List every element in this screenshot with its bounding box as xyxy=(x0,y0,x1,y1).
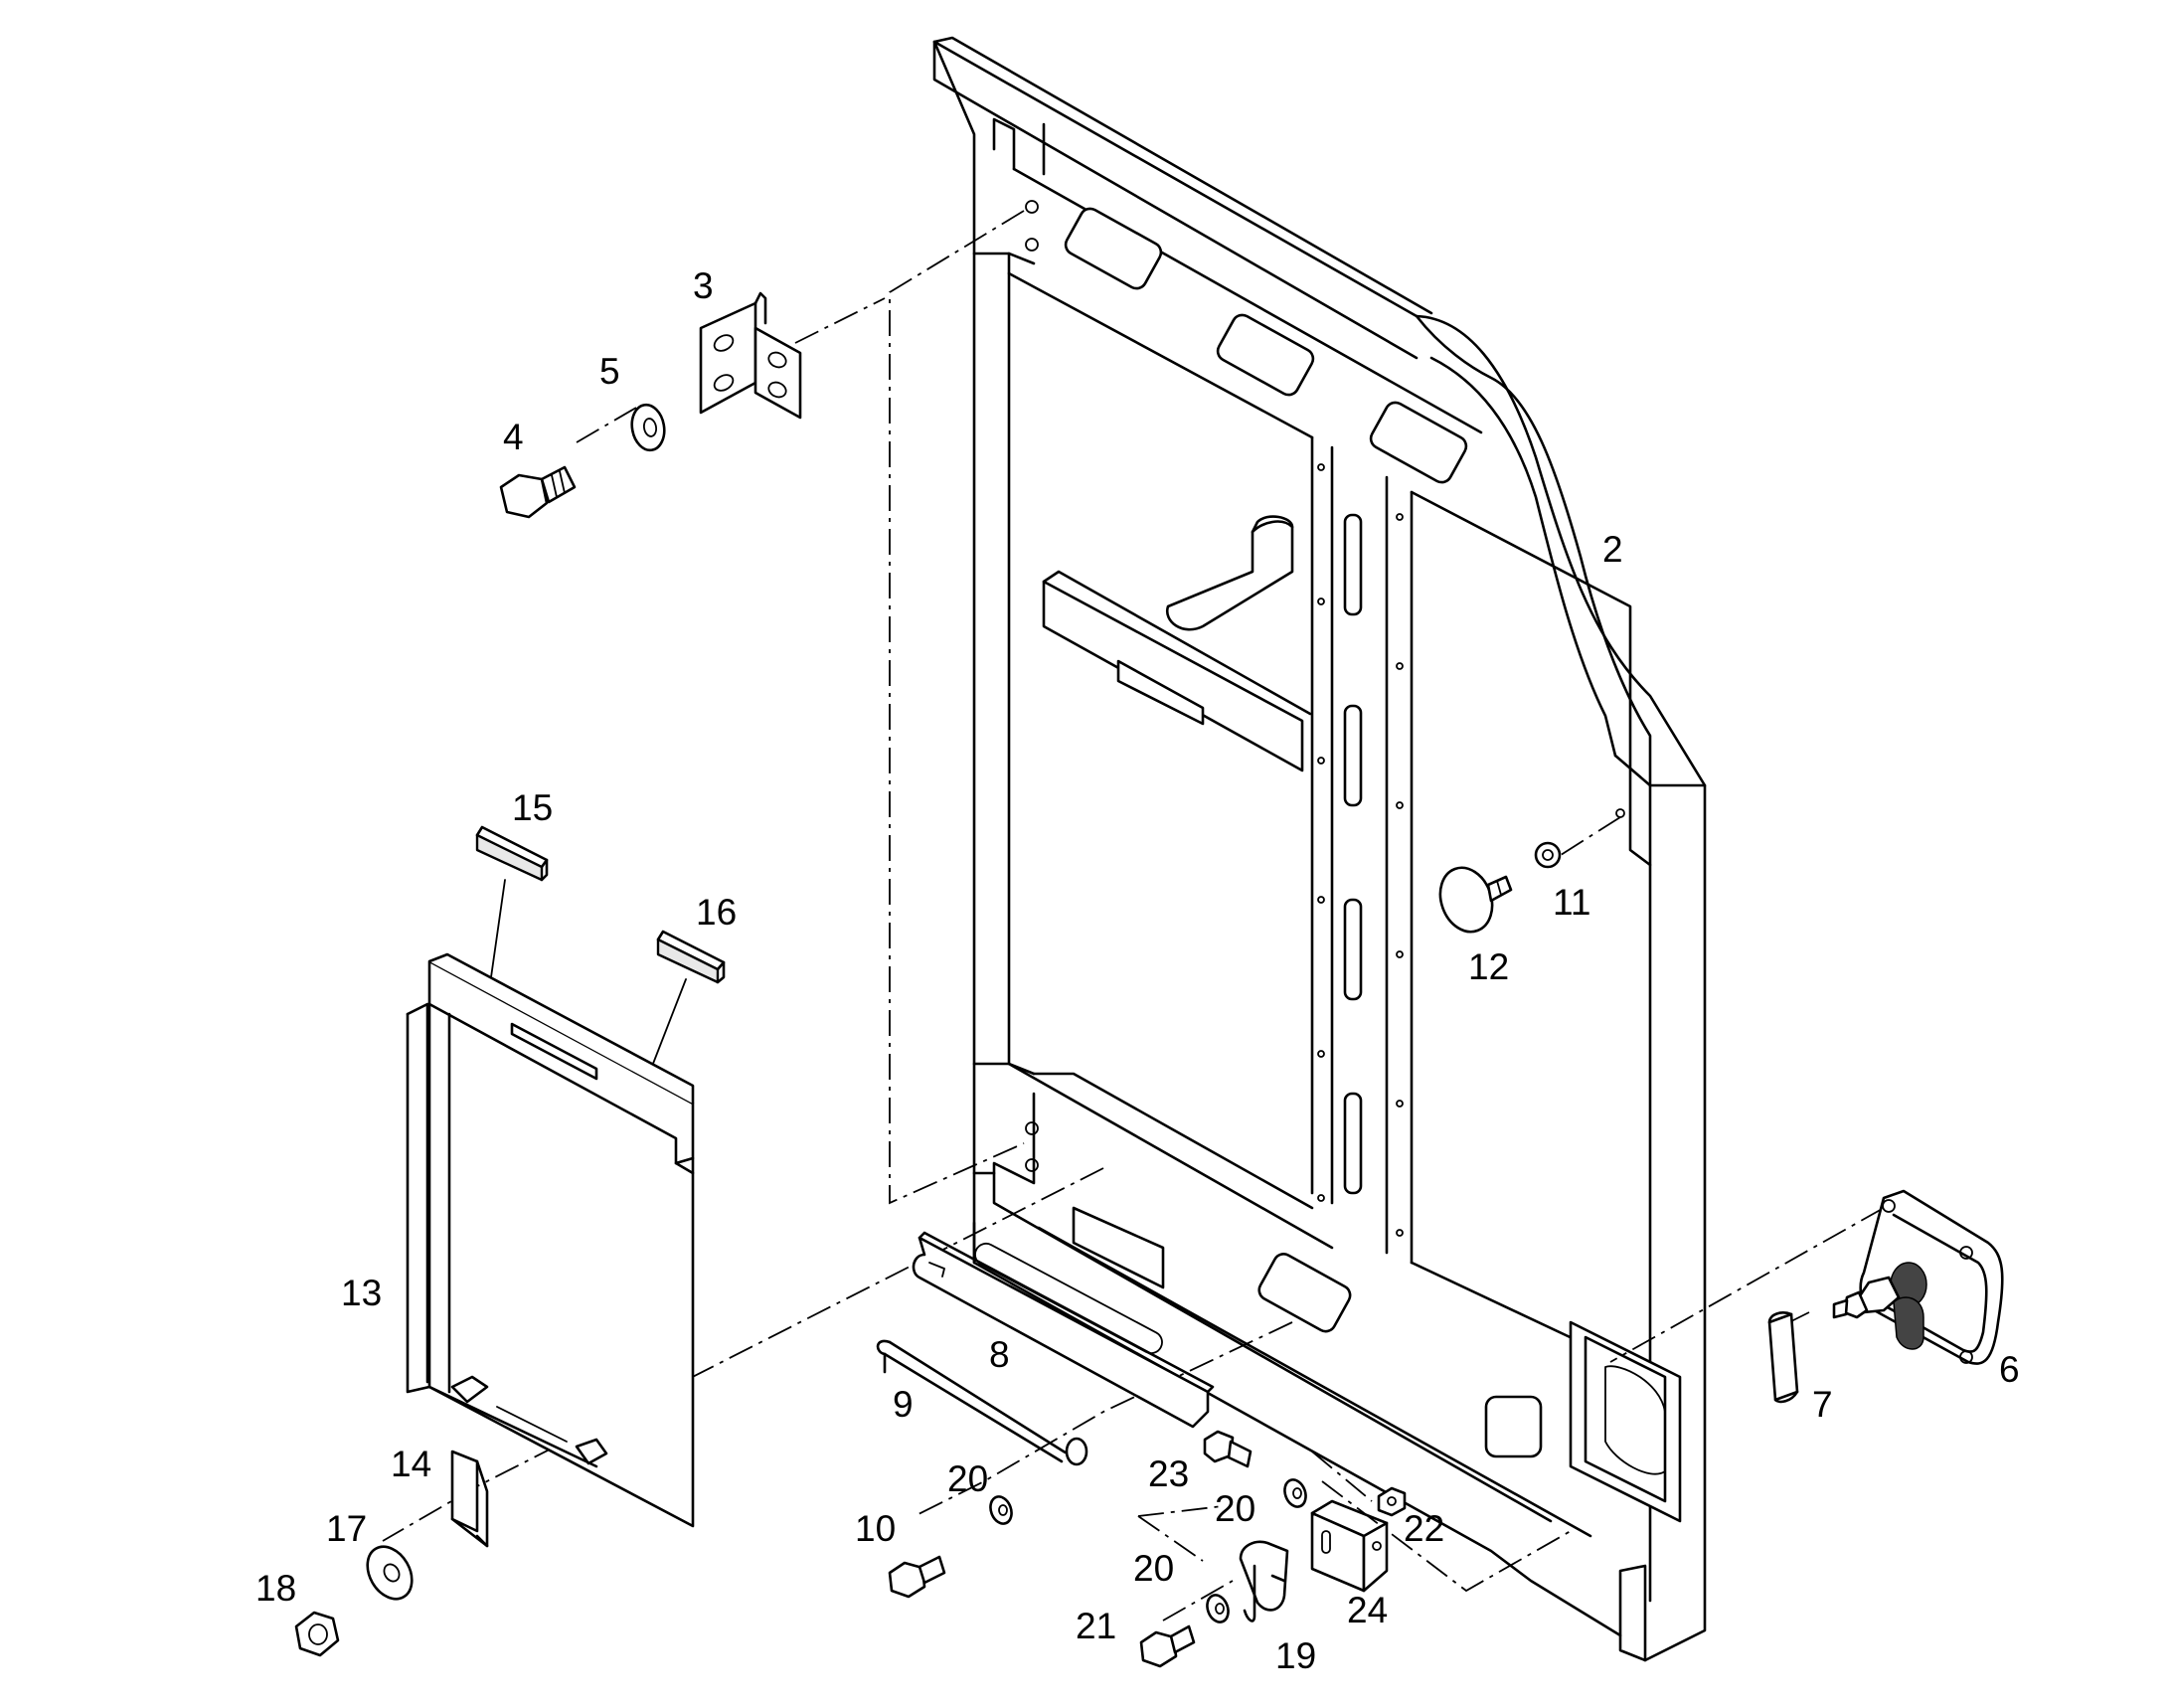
part-24-angle-bracket xyxy=(1310,1499,1389,1593)
part-15-clip xyxy=(475,825,549,882)
part-7-tab xyxy=(1767,1311,1799,1404)
callout-15: 15 xyxy=(512,787,553,828)
part-23-bolt xyxy=(1203,1430,1253,1468)
part-19-clamp xyxy=(1239,1540,1289,1623)
part-6-lamp-assembly xyxy=(1832,1189,2004,1365)
callout-11: 11 xyxy=(1553,882,1590,923)
callout-10: 10 xyxy=(855,1508,896,1549)
callout-17: 17 xyxy=(326,1508,367,1549)
callout-20-a: 20 xyxy=(947,1458,988,1499)
clip-leader-lines xyxy=(489,879,687,1070)
callout-16: 16 xyxy=(696,892,737,933)
part-17-washer xyxy=(366,1545,414,1601)
part-18-nut xyxy=(294,1611,340,1657)
callout-5: 5 xyxy=(599,351,620,392)
callout-19: 19 xyxy=(1275,1635,1316,1676)
callout-6: 6 xyxy=(1999,1349,2020,1390)
part-10-bolt xyxy=(888,1555,946,1599)
callout-23: 23 xyxy=(1148,1453,1189,1494)
callout-24: 24 xyxy=(1347,1590,1388,1630)
callout-21: 21 xyxy=(1076,1606,1116,1646)
callout-13: 13 xyxy=(341,1273,382,1313)
callout-14: 14 xyxy=(391,1444,431,1484)
part-14-bracket xyxy=(450,1450,489,1548)
callout-12: 12 xyxy=(1468,946,1509,987)
part-3-hinge-bracket xyxy=(699,291,802,420)
part-4-bolt xyxy=(499,465,577,519)
callout-9: 9 xyxy=(893,1384,914,1425)
part-20-washer-a xyxy=(989,1495,1013,1525)
callout-7: 7 xyxy=(1812,1384,1833,1425)
part-16-clip xyxy=(656,930,726,984)
callout-22: 22 xyxy=(1404,1508,1444,1549)
part-2-side-panel xyxy=(932,36,1707,1662)
callout-4: 4 xyxy=(503,417,524,457)
callout-20-c: 20 xyxy=(1133,1548,1174,1589)
part-20-washer-c xyxy=(1206,1594,1230,1623)
part-8-long-bracket xyxy=(912,1231,1215,1429)
callout-2: 2 xyxy=(1602,529,1623,570)
part-21-bolt xyxy=(1139,1624,1196,1668)
part-11-nut xyxy=(1534,841,1562,869)
callout-20-b: 20 xyxy=(1215,1488,1255,1529)
callout-3: 3 xyxy=(693,265,714,306)
part-9-rod xyxy=(876,1339,1088,1466)
part-13-cover-plate xyxy=(406,952,695,1528)
callout-18: 18 xyxy=(255,1568,296,1609)
part-5-washer xyxy=(630,403,666,452)
callout-8: 8 xyxy=(989,1334,1010,1375)
part-22-nut xyxy=(1377,1486,1407,1517)
part-20-washer-b xyxy=(1283,1478,1307,1508)
callout-labels: 2 3 4 5 6 7 8 9 10 11 12 13 14 15 16 17 … xyxy=(255,265,2020,1676)
part-12-knob xyxy=(1438,866,1513,934)
